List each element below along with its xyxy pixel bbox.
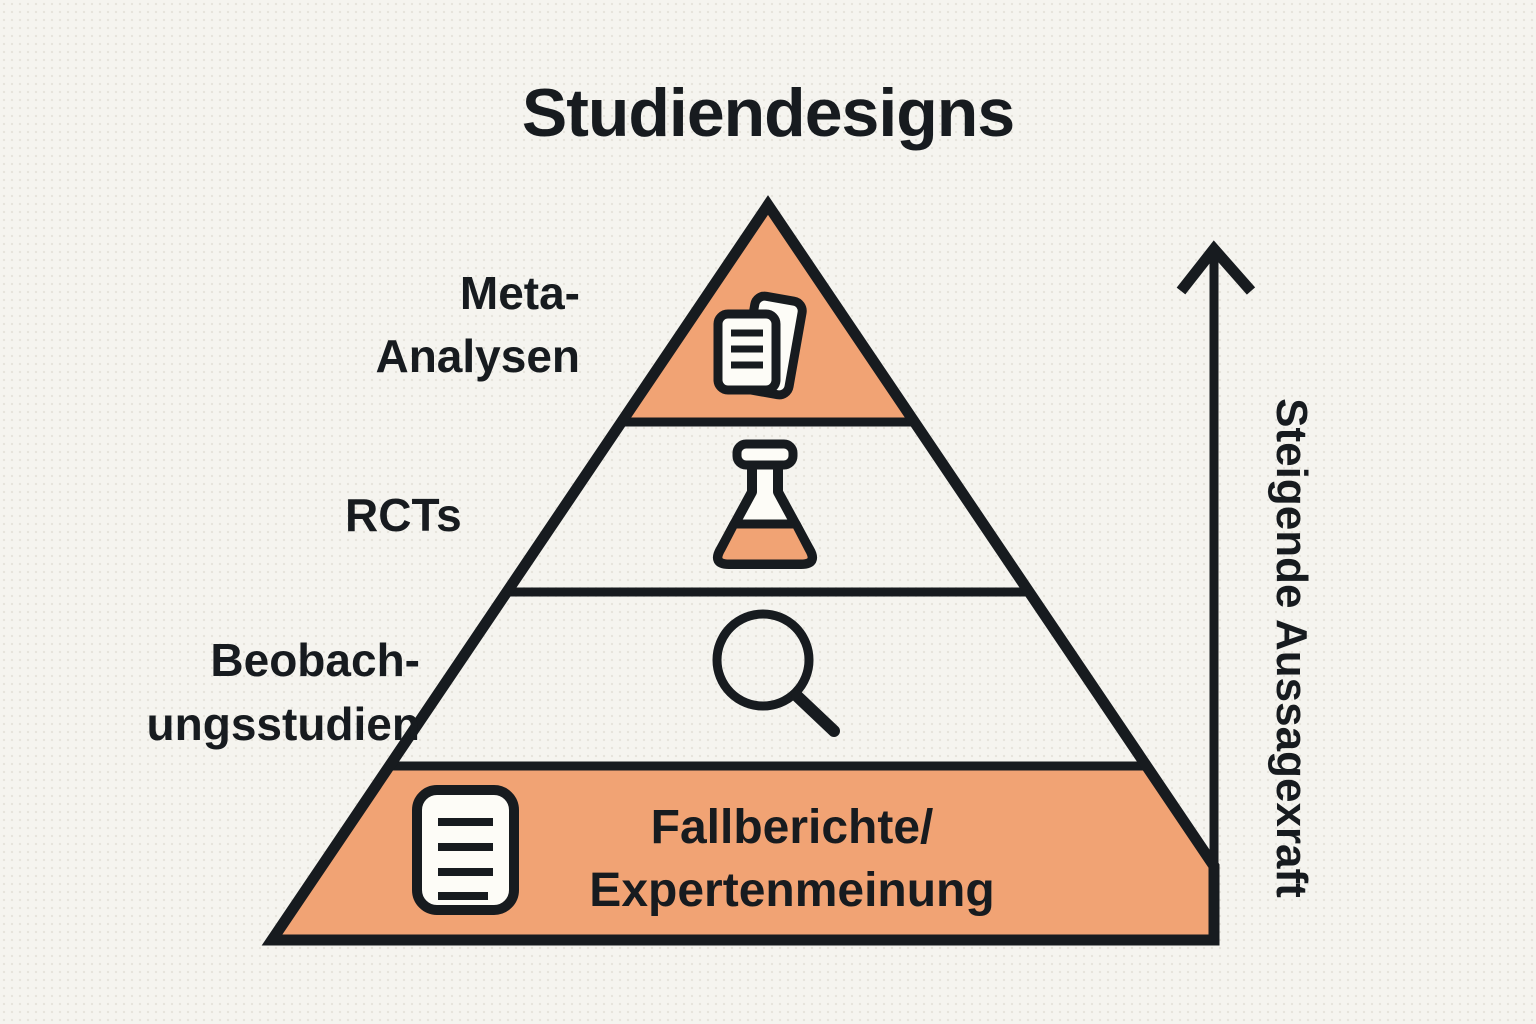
label-beobachtungsstudien: Beobach- ungsstudien [146, 634, 420, 750]
label-meta-analysen: Meta- Analysen [375, 267, 580, 382]
document-icon [412, 785, 519, 915]
page-title: Studiendesigns [521, 75, 1015, 151]
axis-label-steigende-aussagekraft: Steigende Aussagexraft [1267, 398, 1316, 898]
label-rcts: RCTs [345, 489, 462, 541]
up-arrow-icon [1176, 240, 1256, 942]
label-fallberichte-expertenmeinung: Fallberichte/ Expertenmeinung [589, 801, 995, 917]
documents-icon [713, 291, 807, 400]
flask-icon [712, 439, 818, 569]
magnifier-icon [712, 609, 840, 737]
